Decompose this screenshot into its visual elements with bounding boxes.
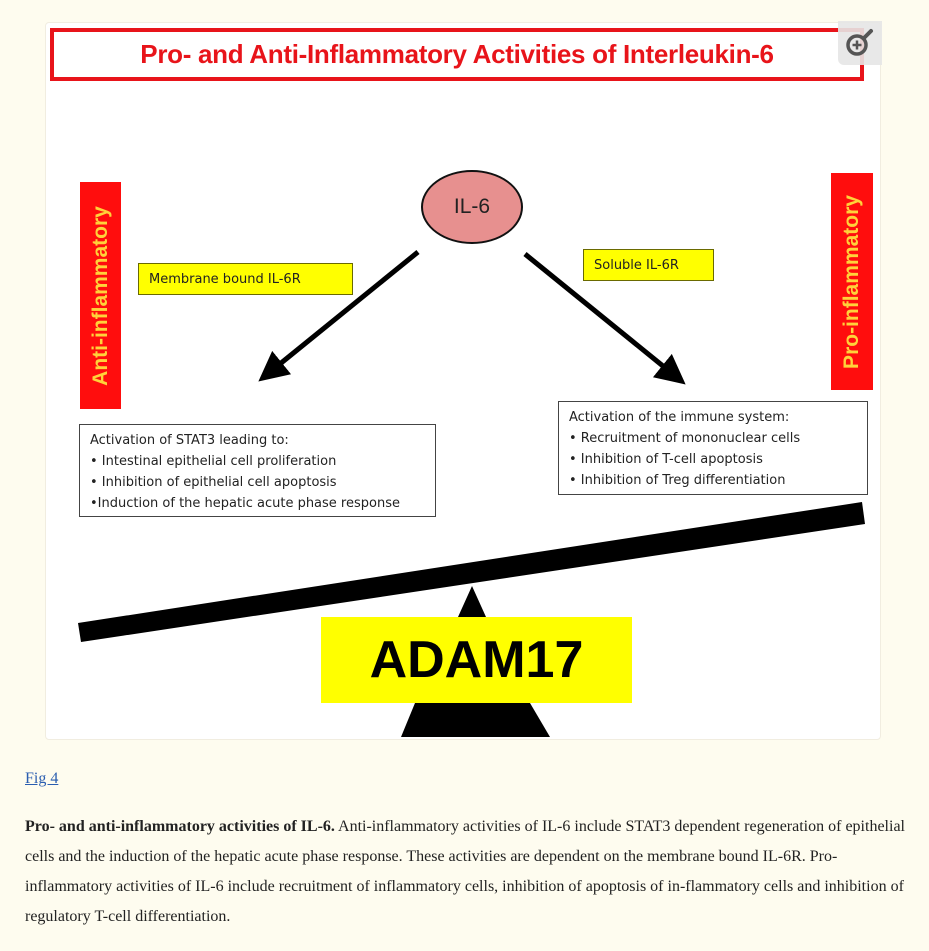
il6-node: IL-6: [421, 170, 523, 244]
caption-title: Pro- and anti-inflammatory activities of…: [25, 818, 335, 835]
pro-inflammatory-label: Pro-inflammatory: [840, 194, 863, 369]
figure-caption: Pro- and anti-inflammatory activities of…: [25, 812, 905, 932]
anti-inflammatory-bar: Anti-inflammatory: [80, 182, 121, 409]
right-box-item: • Recruitment of mononuclear cells: [569, 431, 801, 446]
zoom-button[interactable]: [838, 21, 882, 65]
left-box-item: • Inhibition of epithelial cell apoptosi…: [90, 475, 337, 490]
membrane-receptor-label: Membrane bound IL-6R: [138, 263, 353, 295]
left-box-item: •Induction of the hepatic acute phase re…: [90, 496, 400, 511]
right-arrow: [523, 252, 686, 385]
figure-title: Pro- and Anti-Inflammatory Activities of…: [50, 28, 864, 81]
left-box-heading: Activation of STAT3 leading to:: [90, 433, 289, 448]
anti-inflammatory-effects-box: Activation of STAT3 leading to: • Intest…: [79, 424, 436, 517]
pro-inflammatory-bar: Pro-inflammatory: [831, 173, 873, 390]
soluble-receptor-label: Soluble IL-6R: [583, 249, 714, 281]
adam17-label: ADAM17: [321, 617, 632, 703]
right-box-item: • Inhibition of T-cell apoptosis: [569, 452, 763, 467]
caption-text: Anti-inflammatory activities of IL-6 inc…: [25, 818, 905, 925]
right-box-heading: Activation of the immune system:: [569, 410, 790, 425]
pro-inflammatory-effects-box: Activation of the immune system: • Recru…: [558, 401, 868, 495]
right-box-item: • Inhibition of Treg differentiation: [569, 473, 786, 488]
fig-link[interactable]: Fig 4: [25, 770, 59, 787]
fulcrum-top: [458, 586, 486, 617]
anti-inflammatory-label: Anti-inflammatory: [88, 205, 112, 386]
seesaw-beam: [78, 502, 865, 642]
magnifier-plus-icon: [846, 29, 873, 56]
fulcrum-base: [401, 703, 550, 737]
left-box-item: • Intestinal epithelial cell proliferati…: [90, 454, 337, 469]
left-arrow: [258, 250, 420, 382]
